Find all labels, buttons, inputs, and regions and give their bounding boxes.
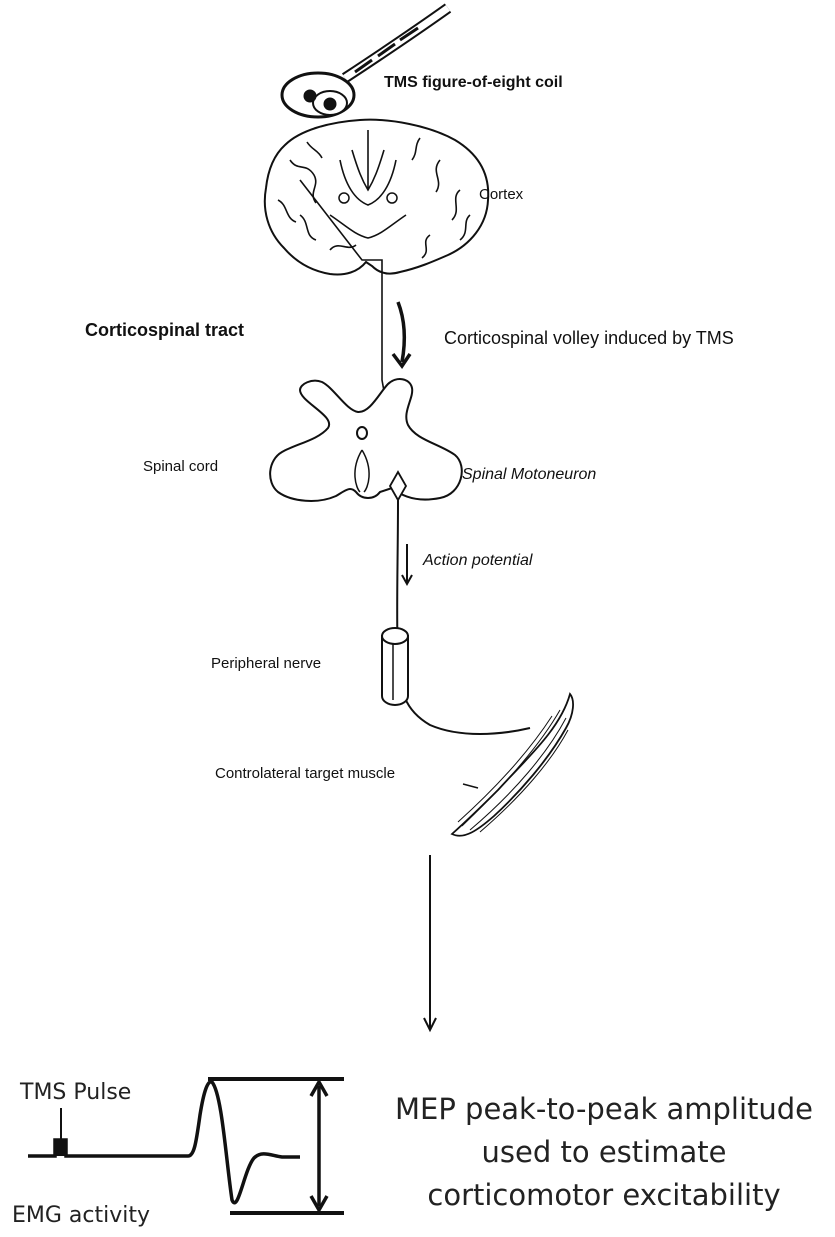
- tms-pulse-label: TMS Pulse: [20, 1080, 131, 1105]
- motor-nerve-line: [397, 500, 530, 734]
- cortex-label: Cortex: [479, 186, 523, 203]
- coil-label: TMS figure-of-eight coil: [384, 74, 563, 92]
- mep-line-1: MEP peak-to-peak amplitude: [378, 1088, 830, 1131]
- action-potential-arrow: [402, 544, 412, 584]
- motoneuron-label: Spinal Motoneuron: [462, 466, 596, 484]
- mep-line-2: used to estimate: [378, 1131, 830, 1174]
- mep-line-3: corticomotor excitability: [378, 1174, 830, 1217]
- corticospinal-tract-label: Corticospinal tract: [85, 320, 244, 341]
- volley-arrow: [393, 302, 410, 366]
- brain-cortex-icon: [265, 120, 488, 275]
- tms-coil-icon: [282, 8, 448, 117]
- long-down-arrow: [424, 855, 436, 1030]
- mep-description: MEP peak-to-peak amplitude used to estim…: [378, 1088, 830, 1217]
- amplitude-bracket: [208, 1079, 344, 1213]
- volley-label: Corticospinal volley induced by TMS: [444, 328, 734, 349]
- action-potential-label: Action potential: [423, 552, 532, 570]
- spinal-cord-icon: [270, 379, 462, 501]
- peripheral-nerve-label: Peripheral nerve: [211, 655, 321, 672]
- target-muscle-label: Controlateral target muscle: [215, 765, 395, 782]
- peripheral-nerve-icon: [382, 628, 408, 705]
- emg-activity-label: EMG activity: [12, 1203, 150, 1228]
- spinal-cord-label: Spinal cord: [143, 458, 218, 475]
- muscle-icon: [452, 694, 573, 836]
